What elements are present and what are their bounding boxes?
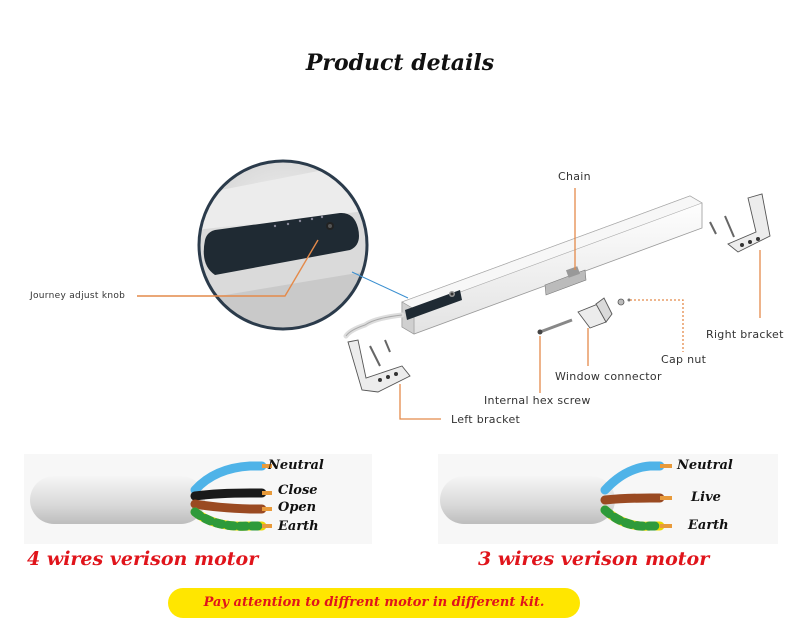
label-internal-hex-screw: Internal hex screw bbox=[484, 394, 591, 407]
three-wire-cable-image bbox=[438, 454, 778, 544]
four-wire-cable-image bbox=[24, 454, 372, 544]
right-bracket-part bbox=[709, 193, 771, 253]
three-wire-label-neutral: Neutral bbox=[677, 458, 733, 473]
four-wire-label-earth: Earth bbox=[278, 519, 319, 534]
label-chain: Chain bbox=[558, 170, 591, 183]
actuator-body bbox=[343, 195, 703, 339]
four-wire-caption: 4 wires verison motor bbox=[27, 548, 259, 570]
left-bracket-part bbox=[347, 339, 411, 393]
label-journey-adjust-knob: Journey adjust knob bbox=[30, 291, 126, 301]
three-wire-caption: 3 wires verison motor bbox=[478, 548, 710, 570]
three-wire-label-earth: Earth bbox=[688, 518, 729, 533]
page-title: Product details bbox=[305, 50, 495, 76]
label-left-bracket: Left bracket bbox=[451, 413, 521, 426]
label-right-bracket: Right bracket bbox=[706, 328, 784, 341]
four-wire-label-close: Close bbox=[278, 483, 318, 498]
knob-leader-line bbox=[137, 239, 319, 297]
four-wire-label-open: Open bbox=[278, 500, 317, 515]
cap-nut-part bbox=[617, 298, 631, 306]
four-wire-label-neutral: Neutral bbox=[268, 458, 324, 473]
internal-hex-screw-part bbox=[537, 318, 573, 335]
cap-nut-leader-line bbox=[630, 299, 684, 352]
zoom-detail bbox=[197, 159, 369, 331]
label-window-connector: Window connector bbox=[555, 370, 662, 383]
notice-banner: Pay attention to diffrent motor in diffe… bbox=[168, 588, 580, 618]
label-cap-nut: Cap nut bbox=[661, 353, 707, 366]
three-wire-label-live: Live bbox=[691, 490, 721, 505]
left-bracket-leader-line bbox=[399, 384, 441, 420]
window-connector-part bbox=[577, 297, 613, 329]
